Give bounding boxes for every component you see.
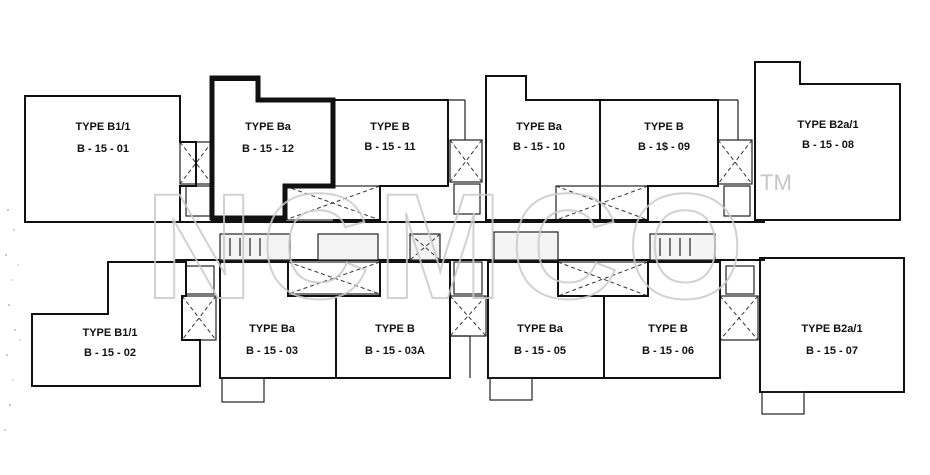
unit-ba-05[interactable]: TYPE Ba B - 15 - 05 [514, 323, 566, 357]
unit-code: B - 15 - 11 [364, 141, 415, 153]
bottom-row-units [31, 257, 905, 415]
unit-type: TYPE B2a/1 [797, 119, 858, 131]
unit-code: B - 15 - 10 [513, 141, 565, 153]
corridor [175, 221, 765, 261]
unit-code: B - 1$ - 09 [638, 141, 690, 153]
unit-b1-1-01[interactable]: TYPE B1/1 B - 15 - 01 [75, 121, 130, 155]
unit-ba-10[interactable]: TYPE Ba B - 15 - 10 [513, 121, 565, 153]
unit-code: B - 15 - 07 [806, 345, 858, 357]
unit-b-03a[interactable]: TYPE B B - 15 - 03A [365, 323, 425, 357]
unit-b-09[interactable]: TYPE B B - 1$ - 09 [638, 121, 690, 153]
unit-type: TYPE Ba [516, 121, 563, 133]
unit-code: B - 15 - 05 [514, 345, 566, 357]
unit-b2a1-07[interactable]: TYPE B2a/1 B - 15 - 07 [801, 323, 862, 357]
unit-b-06[interactable]: TYPE B B - 15 - 06 [642, 323, 694, 357]
unit-labels: TYPE B1/1 B - 15 - 01 TYPE Ba B - 15 - 1… [75, 119, 862, 359]
unit-ba-03[interactable]: TYPE Ba B - 15 - 03 [246, 323, 298, 357]
unit-type: TYPE Ba [245, 121, 292, 133]
unit-code: B - 15 - 12 [242, 143, 294, 155]
unit-code: B - 15 - 06 [642, 345, 694, 357]
unit-type: TYPE Ba [249, 323, 296, 335]
unit-code: B - 15 - 03 [246, 345, 298, 357]
unit-type: TYPE B [644, 121, 684, 133]
unit-b1-1-02[interactable]: TYPE B1/1 B - 15 - 02 [82, 327, 137, 359]
unit-type: TYPE B1/1 [75, 121, 130, 133]
unit-code: B - 15 - 08 [802, 139, 854, 151]
unit-code: B - 15 - 02 [84, 347, 136, 359]
watermark-tm: TM [760, 170, 792, 195]
highlight-outline [209, 75, 336, 221]
unit-type: TYPE Ba [517, 323, 564, 335]
unit-type: TYPE B [375, 323, 415, 335]
watermark-text: NCMCO [145, 162, 752, 330]
unit-type: TYPE B1/1 [82, 327, 137, 339]
unit-type: TYPE B [648, 323, 688, 335]
unit-code: B - 15 - 01 [77, 143, 129, 155]
unit-b2a1-08[interactable]: TYPE B2a/1 B - 15 - 08 [797, 119, 858, 151]
scan-noise [4, 209, 21, 431]
unit-type: TYPE B2a/1 [801, 323, 862, 335]
unit-type: TYPE B [370, 121, 410, 133]
unit-ba-12[interactable]: TYPE Ba B - 15 - 12 [242, 121, 294, 155]
watermark: NCMCO TM [144, 161, 792, 331]
unit-code: B - 15 - 03A [365, 345, 425, 357]
unit-b-11[interactable]: TYPE B B - 15 - 11 [364, 121, 415, 153]
